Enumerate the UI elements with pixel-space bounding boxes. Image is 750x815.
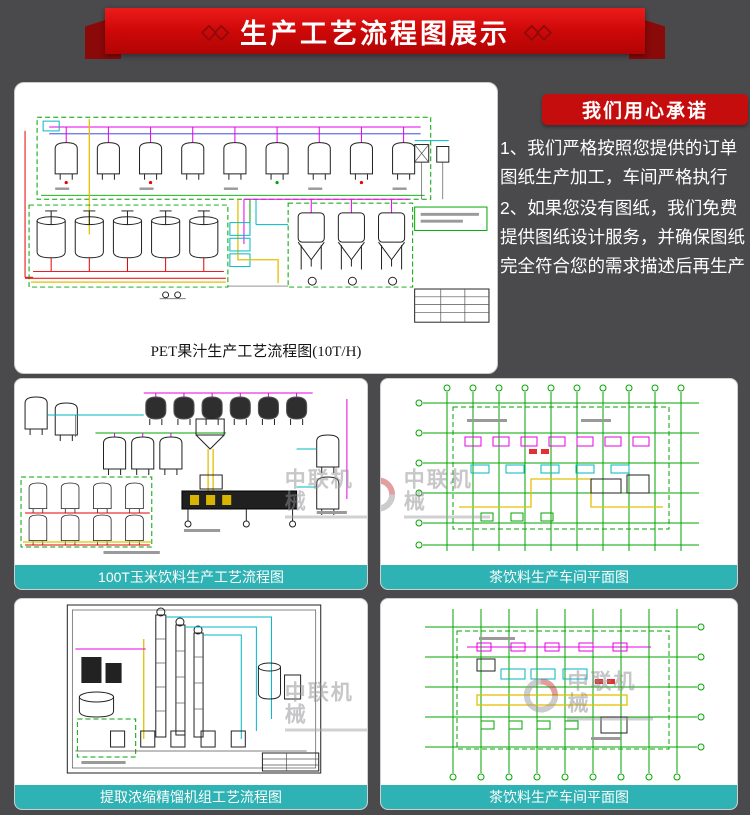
banner-body: ◇◇ 生产工艺流程图展示 ◇◇ — [105, 8, 645, 54]
axis-grid — [425, 609, 705, 781]
promise-item-1: 1、我们严格按照您提供的订单图纸生产加工，车间严格执行 — [500, 138, 738, 187]
corn-beverage-flow-image: 中联机械 — [15, 379, 367, 565]
distillation-columns — [155, 607, 204, 738]
title-block — [261, 752, 320, 772]
tea-workshop-plan-diagram-2 — [425, 609, 705, 781]
banner-ornament-left: ◇◇ — [201, 20, 229, 43]
tea-workshop-plan-image-2: 中联机械 — [381, 599, 737, 785]
title-block — [414, 288, 490, 323]
tea-workshop-plan-diagram-1 — [415, 384, 699, 551]
main-diagram-card[interactable]: PET果汁生产工艺流程图(10T/H) — [14, 82, 498, 374]
banner-ornament-right: ◇◇ — [524, 20, 552, 43]
mixing-tank-group — [25, 210, 226, 283]
distillation-flow-image: 中联机械 — [15, 599, 367, 785]
distillation-flow-diagram — [66, 604, 322, 774]
plan-equipment — [459, 419, 663, 522]
card-tea-workshop-plan-2[interactable]: 中联机械 茶饮料生产车间平面图 — [380, 598, 738, 810]
plan-equipment — [467, 637, 651, 740]
promise-text: 1、我们严格按照您提供的订单图纸生产加工，车间严格执行 2、如果您没有图纸，我们… — [500, 134, 748, 283]
section-title: 生产工艺流程图展示 — [240, 18, 510, 49]
section-banner: ◇◇ 生产工艺流程图展示 ◇◇ — [85, 8, 665, 59]
card-caption: 100T玉米饮料生产工艺流程图 — [15, 565, 367, 589]
card-caption: 茶饮料生产车间平面图 — [381, 565, 737, 589]
card-tea-workshop-plan-1[interactable]: 中联机械 茶饮料生产车间平面图 — [380, 378, 738, 590]
card-corn-beverage-flow[interactable]: 中联机械 100T玉米饮料生产工艺流程图 — [14, 378, 368, 590]
filler-machine — [181, 490, 298, 528]
card-caption: 茶饮料生产车间平面图 — [381, 785, 737, 809]
axis-grid — [415, 384, 699, 551]
promise-title-banner: 我们用心承诺 — [542, 94, 748, 125]
card-distillation-unit-flow[interactable]: 中联机械 提取浓缩精馏机组工艺流程图 — [14, 598, 368, 810]
card-caption: 提取浓缩精馏机组工艺流程图 — [15, 785, 367, 809]
note-box — [414, 206, 488, 231]
main-diagram-caption: PET果汁生产工艺流程图(10T/H) — [150, 344, 362, 360]
corn-beverage-flow-diagram — [20, 392, 348, 554]
promise-item-2: 2、如果您没有图纸，我们免费提供图纸设计服务，并确保图纸完全符合您的需求描述后再… — [500, 198, 745, 276]
pet-juice-flow-diagram — [24, 116, 490, 323]
tea-workshop-plan-image-1: 中联机械 — [381, 379, 737, 565]
top-tank-row — [54, 126, 416, 190]
